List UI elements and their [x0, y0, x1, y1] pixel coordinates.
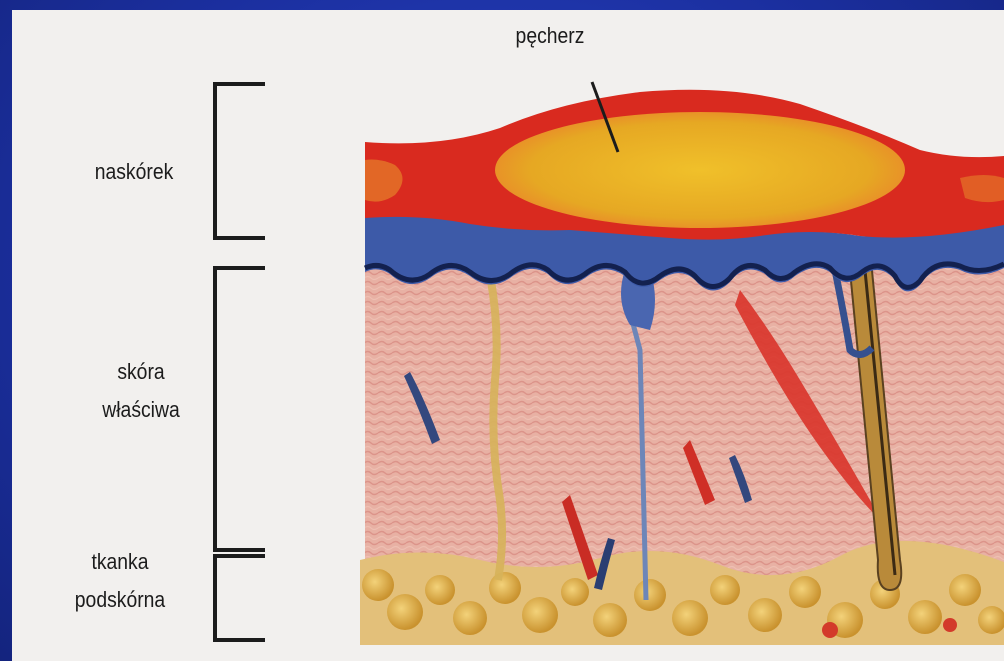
dermis-bracket	[213, 266, 265, 552]
dermis-label-line1: skóra	[75, 358, 207, 386]
hypodermis-label-line2: podskórna	[50, 586, 191, 614]
blister-label: pęcherz	[480, 22, 621, 50]
epidermis-label: naskórek	[72, 158, 195, 186]
dermis-label-line2: właściwa	[75, 396, 207, 424]
epidermis-bracket	[213, 82, 265, 240]
hypodermis-bracket	[213, 554, 265, 642]
blister	[495, 112, 905, 228]
hypodermis-label-line1: tkanka	[58, 548, 181, 576]
